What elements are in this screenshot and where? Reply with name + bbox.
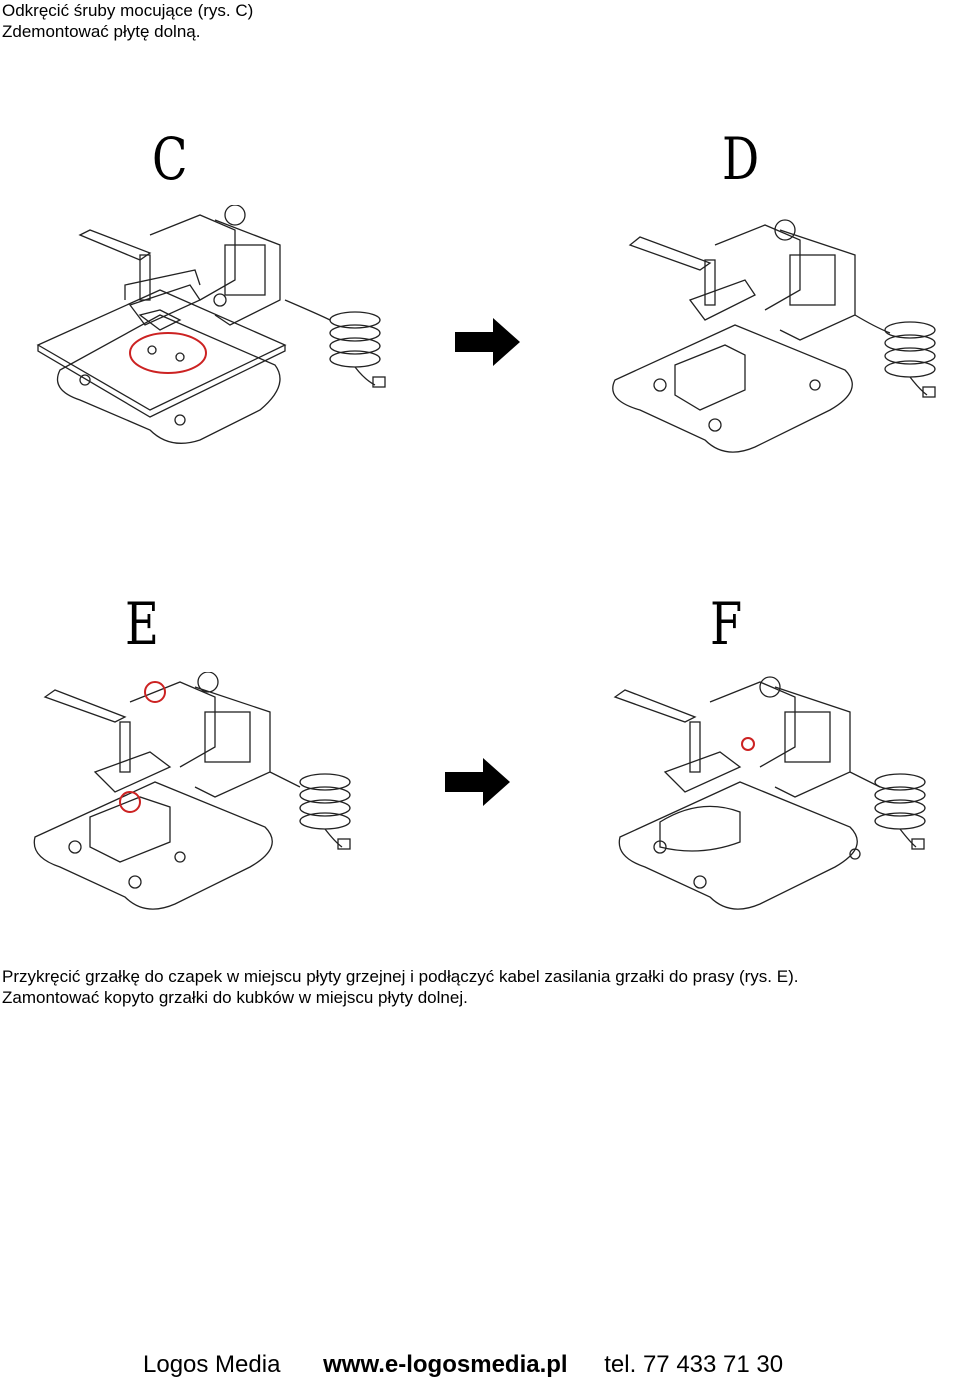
figure-f-drawing [613, 676, 926, 910]
intro-line-2: Zdemontować płytę dolną. [2, 22, 201, 41]
footer: Logos Media www.e-logosmedia.pl tel. 77 … [143, 1350, 783, 1380]
figure-label-c: C [152, 125, 188, 193]
instruction-line-2: Zamontować kopyto grzałki do kubków w mi… [2, 988, 468, 1007]
arrow-c-to-d [455, 318, 520, 366]
footer-company: Logos Media [143, 1351, 281, 1378]
figure-label-d: D [722, 125, 760, 193]
instruction-text: Przykręcić grzałkę do czapek w miejscu p… [2, 966, 798, 1008]
instruction-line-1: Przykręcić grzałkę do czapek w miejscu p… [2, 967, 799, 986]
figure-e-drawing [33, 672, 351, 910]
figure-d-drawing [612, 219, 936, 453]
footer-phone: tel. 77 433 71 30 [604, 1351, 784, 1378]
intro-line-1: Odkręcić śruby mocujące (rys. C) [2, 1, 254, 20]
figure-label-e: E [125, 590, 159, 658]
intro-text: Odkręcić śruby mocujące (rys. C) Zdemont… [2, 0, 253, 42]
figure-label-f: F [710, 590, 743, 658]
footer-website-link[interactable]: www.e-logosmedia.pl [323, 1351, 568, 1378]
arrow-e-to-f [445, 758, 510, 806]
figure-c-drawing [36, 205, 386, 444]
